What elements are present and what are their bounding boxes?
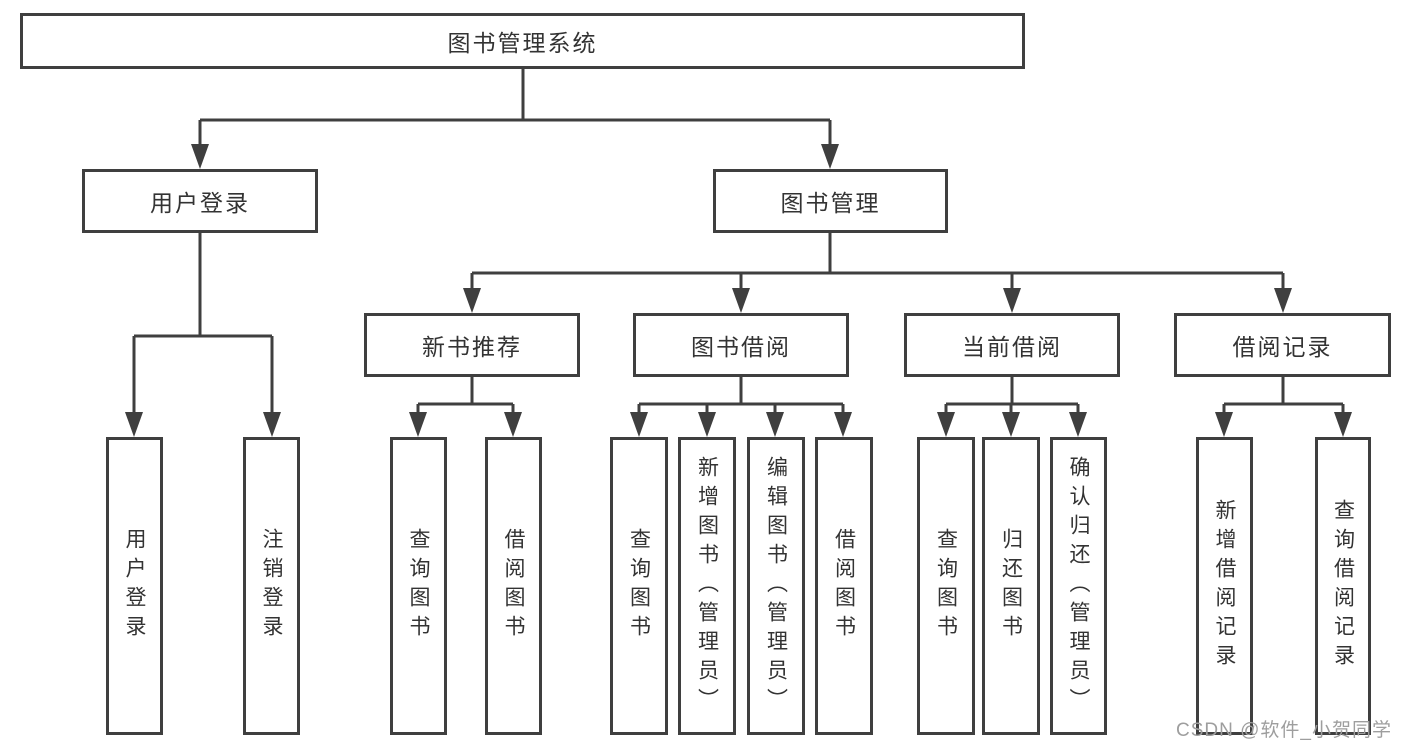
- arrow-icon: [409, 412, 427, 437]
- arrow-icon: [698, 412, 716, 437]
- node-book-borrowing: 图书借阅: [633, 313, 849, 377]
- leaf-label: 确认归还（管理员）: [1067, 455, 1090, 717]
- connector-current-borrowing: [944, 377, 1080, 414]
- leaf-borrow-books-borrowing: 借阅图书: [815, 437, 873, 735]
- node-current-borrowing: 当前借阅: [904, 313, 1120, 377]
- arrow-icon: [1334, 412, 1352, 437]
- leaf-label: 查询图书: [407, 528, 430, 644]
- arrow-icon: [504, 412, 522, 437]
- arrow-icon: [1003, 288, 1021, 313]
- leaf-label: 归还图书: [999, 528, 1023, 644]
- leaf-label: 新增借阅记录: [1213, 499, 1236, 673]
- leaf-add-book-admin: 新增图书（管理员）: [678, 437, 736, 735]
- arrow-icon: [937, 412, 955, 437]
- leaf-query-borrow-record: 查询借阅记录: [1315, 437, 1371, 735]
- leaf-label: 查询图书: [627, 528, 651, 644]
- connector-new-book: [416, 377, 515, 414]
- connector-borrowing-records: [1222, 377, 1345, 414]
- leaf-query-books-current: 查询图书: [917, 437, 975, 735]
- node-borrowing-records: 借阅记录: [1174, 313, 1391, 377]
- connector-user-login: [132, 233, 274, 413]
- arrow-icon: [630, 412, 648, 437]
- leaf-label: 注销登录: [260, 528, 283, 644]
- leaf-confirm-return-admin: 确认归还（管理员）: [1050, 437, 1107, 735]
- connector-book-management: [470, 233, 1285, 290]
- leaf-label: 借阅图书: [832, 528, 856, 644]
- leaf-add-borrow-record: 新增借阅记录: [1196, 437, 1253, 735]
- arrow-icon: [1069, 412, 1087, 437]
- leaf-label: 编辑图书（管理员）: [764, 455, 788, 717]
- arrow-icon: [732, 288, 750, 313]
- leaf-label: 查询图书: [934, 528, 958, 644]
- arrow-icon: [1274, 288, 1292, 313]
- connector-root: [198, 68, 832, 146]
- arrow-icon: [463, 288, 481, 313]
- connector-strokes: [132, 68, 1345, 414]
- leaf-query-books-recommend: 查询图书: [390, 437, 447, 735]
- leaf-return-books: 归还图书: [982, 437, 1040, 735]
- leaf-edit-book-admin: 编辑图书（管理员）: [747, 437, 805, 735]
- arrow-icon: [263, 412, 281, 437]
- leaf-label: 借阅图书: [502, 528, 525, 644]
- connector-arrowheads: [125, 144, 1352, 437]
- arrow-icon: [1002, 412, 1020, 437]
- arrow-icon: [125, 412, 143, 437]
- leaf-borrow-books-recommend: 借阅图书: [485, 437, 542, 735]
- node-user-login: 用户登录: [82, 169, 318, 233]
- leaf-user-login: 用户登录: [106, 437, 163, 735]
- leaf-query-books-borrowing: 查询图书: [610, 437, 668, 735]
- leaf-label: 查询借阅记录: [1331, 499, 1355, 673]
- node-new-book-recommendation: 新书推荐: [364, 313, 580, 377]
- arrow-icon: [1215, 412, 1233, 437]
- connector-book-borrowing: [637, 377, 845, 414]
- node-book-management: 图书管理: [713, 169, 948, 233]
- watermark: CSDN @软件_小贺同学: [1176, 720, 1392, 741]
- node-library-management-system: 图书管理系统: [20, 13, 1025, 69]
- arrow-icon: [191, 144, 209, 169]
- arrow-icon: [766, 412, 784, 437]
- leaf-label: 新增图书（管理员）: [695, 455, 719, 717]
- arrow-icon: [821, 144, 839, 169]
- arrow-icon: [834, 412, 852, 437]
- leaf-logout: 注销登录: [243, 437, 300, 735]
- leaf-label: 用户登录: [123, 528, 146, 644]
